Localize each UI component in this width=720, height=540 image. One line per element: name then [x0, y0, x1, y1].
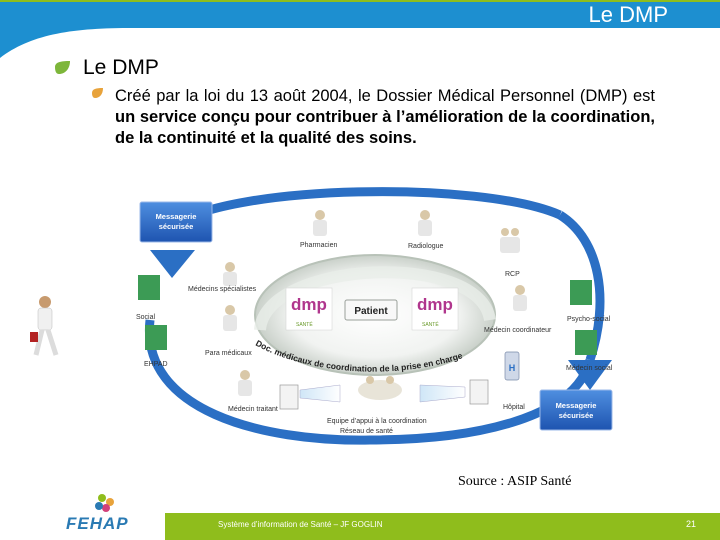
- label-equipe-2: Réseau de santé: [340, 428, 393, 435]
- label-rcp: RCP: [505, 271, 520, 278]
- messagerie-bottom-box: [539, 389, 613, 431]
- label-medecin-social: Médecin social: [566, 365, 613, 372]
- source-caption: Source : ASIP Santé: [458, 474, 572, 489]
- patient-box: [344, 299, 398, 321]
- inner-arrow-left: [299, 384, 341, 403]
- label-traitant: Médecin traitant: [228, 406, 278, 413]
- fehap-logo-text: FEHAP: [66, 514, 129, 533]
- label-specialistes: Médecins spécialistes: [188, 286, 257, 293]
- actor-equipe-figure: [358, 376, 402, 400]
- document-right: [469, 379, 489, 405]
- messagerie-top-line1: Messagerie: [156, 212, 197, 221]
- messagerie-bottom-line1: Messagerie: [556, 401, 597, 410]
- actor-psycho-figure: [570, 280, 592, 305]
- messagerie-top-line2: sécurisée: [159, 222, 194, 231]
- label-radiologue: Radiologue: [408, 243, 444, 250]
- actor-ehpad-figure: [145, 325, 167, 350]
- header-band: [0, 0, 720, 60]
- inner-ring: [254, 266, 496, 332]
- actor-para-figure: [223, 305, 237, 331]
- page-number: 21: [685, 519, 696, 529]
- document-left: [279, 384, 299, 410]
- paragraph-bold: un service conçu pour contribuer à l’amé…: [115, 108, 655, 147]
- actor-social-figure: [138, 275, 160, 300]
- footer-text: Système d’information de Santé – JF GOGL…: [218, 520, 383, 529]
- actor-specialistes-figure: [223, 262, 237, 286]
- label-social: Social: [136, 314, 156, 321]
- label-para: Para médicaux: [205, 350, 252, 357]
- actor-radiologue-figure: [418, 210, 432, 236]
- arrow-head-left: [150, 250, 195, 278]
- messagerie-top-box: [139, 201, 213, 243]
- actor-traitant-figure: [238, 370, 252, 396]
- body-paragraph: Créé par la loi du 13 août 2004, le Doss…: [115, 86, 655, 149]
- svg-text:H: H: [509, 363, 516, 373]
- label-pharmacien: Pharmacien: [300, 242, 337, 249]
- label-coordinateur: Médecin coordinateur: [484, 327, 552, 334]
- actor-pharmacien-figure: [313, 210, 327, 236]
- dmp-logo-right: dmp SANTÉ: [411, 287, 459, 331]
- inner-arrow-right: [419, 384, 466, 403]
- fehap-logo-icon: [95, 494, 114, 512]
- slide-heading: Le DMP: [83, 56, 159, 79]
- label-ehpad: EHPAD: [144, 361, 168, 368]
- svg-text:dmp: dmp: [417, 295, 453, 314]
- footer-bar: [165, 513, 720, 540]
- walking-patient-figure: [30, 296, 59, 356]
- label-psycho: Psycho-social: [567, 316, 611, 323]
- actor-medecin-social-figure: [575, 330, 597, 355]
- actor-rcp-figure: [500, 228, 520, 253]
- bullet-green: [55, 61, 70, 74]
- paragraph-normal: Créé par la loi du 13 août 2004, le Doss…: [115, 87, 655, 105]
- svg-text:SANTÉ: SANTÉ: [422, 321, 439, 328]
- actor-hopital-figure: H: [504, 351, 520, 381]
- label-equipe-1: Equipe d’appui à la coordination: [327, 418, 427, 425]
- header-title: Le DMP: [588, 2, 668, 27]
- arrow-head-right: [568, 360, 612, 390]
- messagerie-bottom-line2: sécurisée: [559, 411, 594, 420]
- patient-label: Patient: [354, 306, 388, 317]
- svg-text:dmp: dmp: [291, 295, 327, 314]
- label-hopital: Hôpital: [503, 404, 525, 411]
- dmp-diagram: Messagerie sécurisée Messagerie sécurisé…: [30, 187, 613, 445]
- svg-text:SANTÉ: SANTÉ: [296, 321, 313, 328]
- dmp-logo-left: dmp SANTÉ: [285, 287, 333, 331]
- bullet-orange: [92, 88, 103, 98]
- actor-coordinateur-figure: [513, 285, 527, 311]
- outer-arc-top: [172, 187, 562, 229]
